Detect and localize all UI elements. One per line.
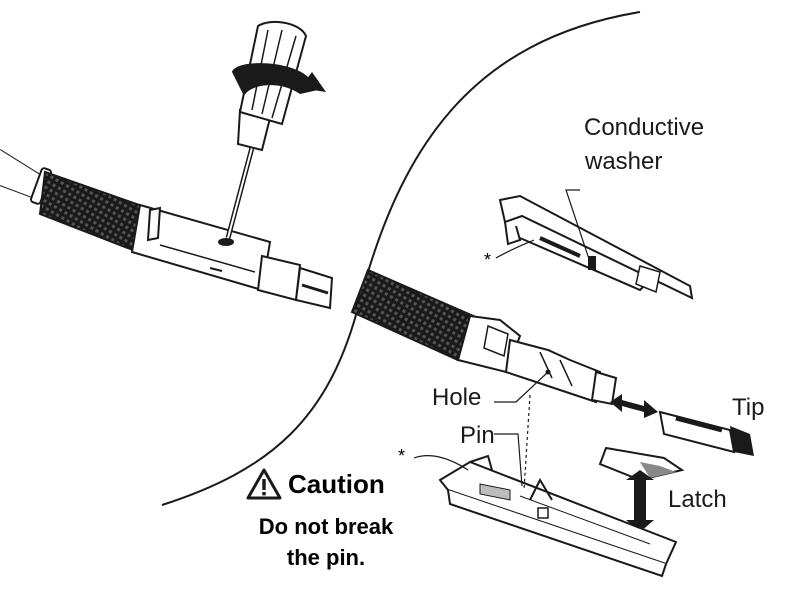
caution-title: Caution <box>288 468 385 499</box>
conductive-washer-label-line2: washer <box>585 148 663 175</box>
caution-line2: the pin. <box>286 544 366 570</box>
pin-label: Pin <box>460 422 495 449</box>
latch <box>598 446 685 482</box>
screwdriver <box>225 20 308 239</box>
caution-heading: Caution <box>246 468 385 500</box>
assembled-soldering-iron <box>0 149 334 310</box>
caution-line1: Do not break <box>258 514 394 539</box>
conductive-washer-label-line1: Conductive <box>584 114 705 141</box>
asterisk-bottom: * <box>398 446 406 466</box>
rotation-arrow-icon <box>232 63 326 96</box>
hole-leader <box>494 371 549 403</box>
soldering-tip <box>658 410 754 456</box>
pin-leader <box>494 433 523 487</box>
double-arrow-icon <box>610 394 658 418</box>
upper-cover <box>498 194 694 300</box>
warning-triangle-icon <box>246 468 282 500</box>
latch-label: Latch <box>668 486 727 513</box>
hole-label: Hole <box>432 384 482 411</box>
asterisk-top: * <box>484 250 492 270</box>
caution-message: Do not break the pin. <box>226 512 426 574</box>
vertical-double-arrow-icon <box>626 470 654 532</box>
tip-label: Tip <box>732 394 765 421</box>
washer-leader <box>565 189 591 263</box>
disassembled-grip <box>350 268 618 406</box>
asterisk-top-leader <box>495 239 535 259</box>
lower-cover <box>438 454 678 578</box>
asterisk-bottom-leader <box>413 455 469 471</box>
pin-guide <box>523 394 531 491</box>
